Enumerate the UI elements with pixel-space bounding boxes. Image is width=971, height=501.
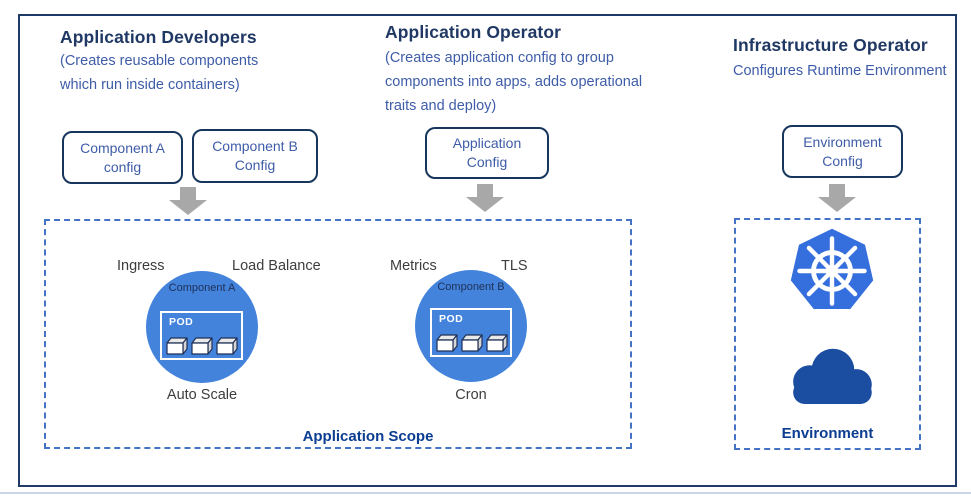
pod-label: POD (439, 313, 464, 325)
config-box-label-line: Component B (212, 138, 298, 154)
pod-box: POD (160, 311, 243, 360)
pod-box: POD (430, 308, 512, 357)
container-cube-icon (461, 334, 483, 352)
kubernetes-icon (790, 228, 874, 310)
infrastructure-description-line: Configures Runtime Environment (733, 63, 947, 79)
down-arrow-icon (466, 184, 504, 212)
developers-description-line: (Creates reusable components (60, 53, 259, 69)
container-cube-icon (436, 334, 458, 352)
container-cubes (166, 337, 238, 355)
config-box-label-line: Config (466, 154, 508, 170)
trait-label-load-balance: Load Balance (232, 258, 321, 274)
pod-label: POD (169, 316, 194, 328)
config-box-label-line: Environment (803, 133, 882, 150)
component-name-label: Component A (168, 282, 236, 294)
environment-config-node: Environment Config (782, 125, 903, 178)
operator-section-title: Application Operator (385, 22, 562, 42)
component-a-config-node: Component A config (62, 131, 183, 184)
container-cube-icon (216, 337, 238, 355)
component-b-config-node: Component B Config (192, 129, 318, 183)
trait-label-tls: TLS (501, 258, 528, 274)
container-cubes (436, 334, 508, 352)
operator-description-line: traits and deploy) (385, 98, 497, 114)
container-cube-icon (191, 337, 213, 355)
developers-section-description: (Creates reusable components which run i… (60, 49, 258, 97)
screenshot-bottom-edge (0, 492, 971, 494)
developers-section-title: Application Developers (60, 27, 257, 47)
component-a-circle: Component A POD (146, 271, 258, 383)
trait-label-ingress: Ingress (117, 258, 165, 274)
trait-label-cron: Cron (455, 387, 487, 403)
trait-label-auto-scale: Auto Scale (166, 387, 238, 403)
container-cube-icon (486, 334, 508, 352)
operator-section-description: (Creates application config to group com… (385, 46, 642, 118)
trait-label-metrics: Metrics (390, 258, 437, 274)
config-box-label-line: Config (234, 157, 276, 173)
environment-label: Environment (781, 425, 874, 442)
infrastructure-section-description: Configures Runtime Environment (733, 59, 947, 83)
application-scope-container (44, 219, 632, 449)
container-cube-icon (166, 337, 188, 355)
environment-container (734, 218, 921, 450)
operator-description-line: (Creates application config to group (385, 50, 614, 66)
config-box-label-line: Component A (80, 139, 165, 156)
operator-description-line: components into apps, adds operational (385, 74, 643, 90)
component-name-label: Component B (437, 281, 505, 293)
down-arrow-icon (818, 184, 856, 212)
application-config-node: Application Config (425, 127, 549, 179)
config-box-label-line: config (103, 158, 142, 175)
cloud-icon (793, 348, 872, 405)
config-box-label-line: Application (452, 135, 522, 151)
application-scope-label: Application Scope (302, 428, 434, 445)
infrastructure-section-title: Infrastructure Operator (733, 35, 928, 55)
component-b-circle: Component B POD (415, 270, 527, 382)
developers-description-line: which run inside containers) (60, 77, 240, 93)
config-box-label-line: Config (822, 152, 863, 169)
down-arrow-icon (169, 187, 207, 215)
